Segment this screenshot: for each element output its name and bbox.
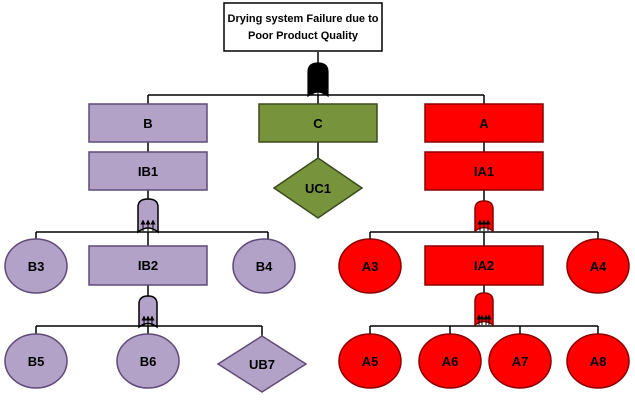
svg-text:UB7: UB7	[249, 357, 275, 372]
svg-text:UC1: UC1	[305, 181, 331, 196]
ib2-or-gate	[138, 295, 158, 329]
top-event: Drying system Failure due to Poor Produc…	[223, 2, 383, 52]
event-A3: A3	[338, 238, 402, 294]
svg-text:B6: B6	[140, 354, 157, 369]
svg-text:A7: A7	[512, 354, 529, 369]
event-B6: B6	[116, 333, 180, 389]
ib1-or-gate	[137, 198, 159, 234]
svg-text:IA2: IA2	[474, 258, 494, 273]
svg-text:IB1: IB1	[138, 164, 158, 179]
event-IA2: IA2	[424, 245, 544, 286]
event-IB1: IB1	[88, 151, 208, 191]
svg-text:IA1: IA1	[474, 164, 494, 179]
event-A: A	[424, 103, 544, 143]
event-A7: A7	[488, 333, 552, 389]
svg-text:C: C	[313, 116, 323, 131]
event-UC1: UC1	[272, 157, 364, 219]
svg-text:IB2: IB2	[138, 258, 158, 273]
svg-text:A5: A5	[362, 354, 379, 369]
event-B3: B3	[4, 238, 68, 294]
event-B4: B4	[232, 238, 296, 294]
top-or-gate	[307, 62, 329, 98]
svg-text:A8: A8	[590, 354, 607, 369]
svg-text:B4: B4	[256, 259, 273, 274]
svg-text:A4: A4	[590, 259, 607, 274]
event-IB2: IB2	[88, 245, 208, 286]
top-event-line2: Poor Product Quality	[248, 30, 359, 42]
svg-text:A: A	[479, 116, 489, 131]
ia2-or-gate	[474, 292, 494, 327]
event-A8: A8	[566, 333, 630, 389]
event-A5: A5	[338, 333, 402, 389]
svg-text:B5: B5	[28, 354, 45, 369]
svg-text:A3: A3	[362, 259, 379, 274]
event-C: C	[258, 103, 378, 143]
event-UB7: UB7	[216, 335, 308, 393]
event-B5: B5	[4, 333, 68, 389]
top-event-line1: Drying system Failure due to	[228, 13, 379, 25]
svg-text:A6: A6	[442, 354, 459, 369]
connector-lines	[35, 52, 599, 336]
event-A4: A4	[566, 238, 630, 294]
svg-text:B3: B3	[28, 259, 45, 274]
svg-text:B: B	[143, 116, 152, 131]
event-IA1: IA1	[424, 151, 544, 191]
ia1-or-gate	[474, 200, 494, 233]
event-A6: A6	[418, 333, 482, 389]
event-B: B	[88, 103, 208, 143]
